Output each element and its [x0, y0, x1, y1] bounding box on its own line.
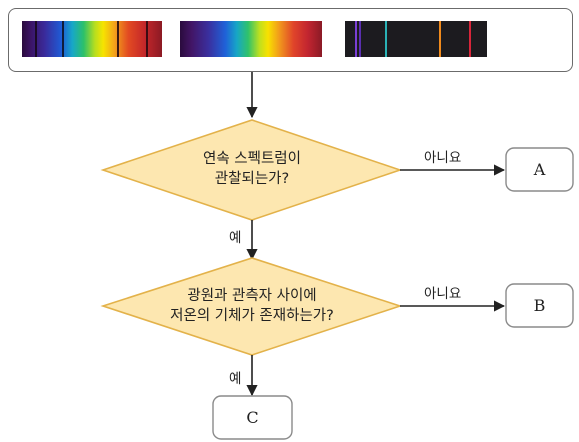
- continuous-spectrum-line: [117, 21, 119, 57]
- continuous-spectrum-image: [22, 21, 162, 57]
- decision-2-line-2: 저온의 기체가 존재하는가?: [170, 308, 334, 324]
- edge-label-no-2: 아니요: [424, 286, 462, 302]
- box-b-label: B: [533, 296, 546, 315]
- decision-2-line-1: 광원과 관측자 사이에: [187, 288, 317, 304]
- edge-label-yes-1: 예: [229, 230, 242, 246]
- emission-spectrum-line: [355, 21, 357, 57]
- decision-1-line-1: 연속 스펙트럼이: [203, 151, 301, 167]
- edge-label-yes-2: 예: [229, 371, 242, 387]
- decision-1-line-2: 관찰되는가?: [214, 171, 290, 187]
- emission-spectrum-line: [359, 21, 361, 57]
- absorption-spectrum-image: [180, 21, 322, 57]
- emission-spectrum-image: [345, 21, 487, 57]
- emission-spectrum-line: [439, 21, 441, 57]
- continuous-spectrum-line: [62, 21, 64, 57]
- box-a-label: A: [533, 160, 546, 179]
- continuous-spectrum-line: [146, 21, 148, 57]
- emission-spectrum-line: [469, 21, 471, 57]
- box-b: [505, 283, 574, 328]
- box-c: [212, 395, 293, 440]
- edge-label-no-1: 아니요: [424, 150, 462, 166]
- continuous-spectrum-line: [35, 21, 37, 57]
- decision-2-text: 광원과 관측자 사이에 저온의 기체가 존재하는가?: [127, 286, 377, 326]
- decision-1-text: 연속 스펙트럼이 관찰되는가?: [152, 149, 352, 189]
- box-c-label: C: [246, 408, 259, 427]
- spectra-panel: [8, 8, 573, 72]
- box-a: [505, 147, 574, 192]
- emission-spectrum-line: [385, 21, 387, 57]
